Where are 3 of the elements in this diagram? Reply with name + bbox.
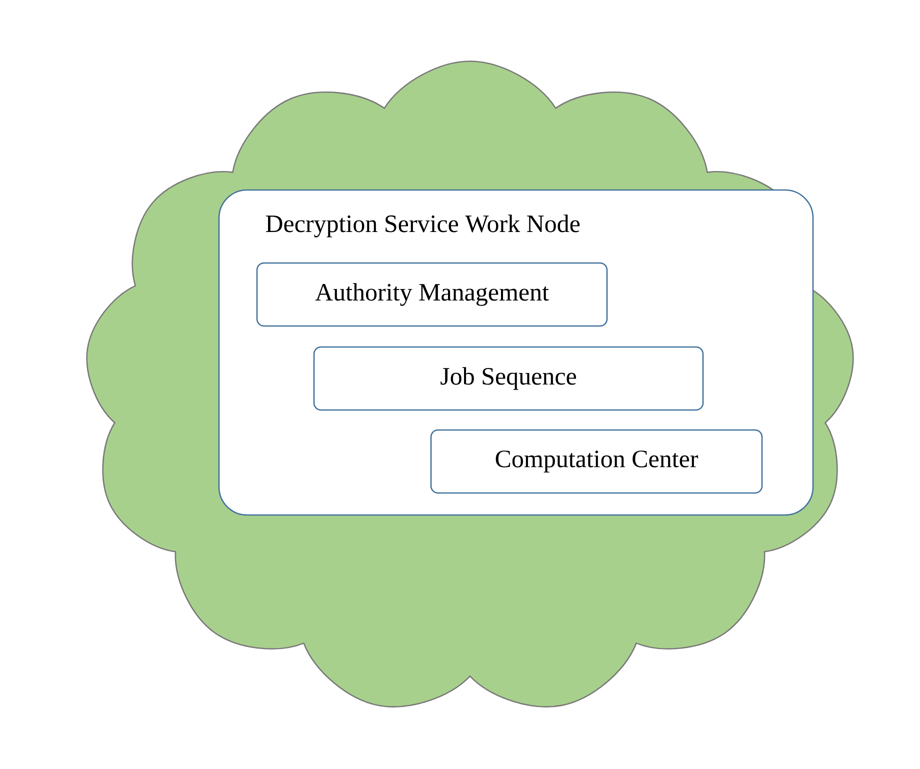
process-box: Computation Center <box>430 429 763 494</box>
process-box: Authority Management <box>256 262 608 327</box>
process-box: Job Sequence <box>313 346 704 411</box>
